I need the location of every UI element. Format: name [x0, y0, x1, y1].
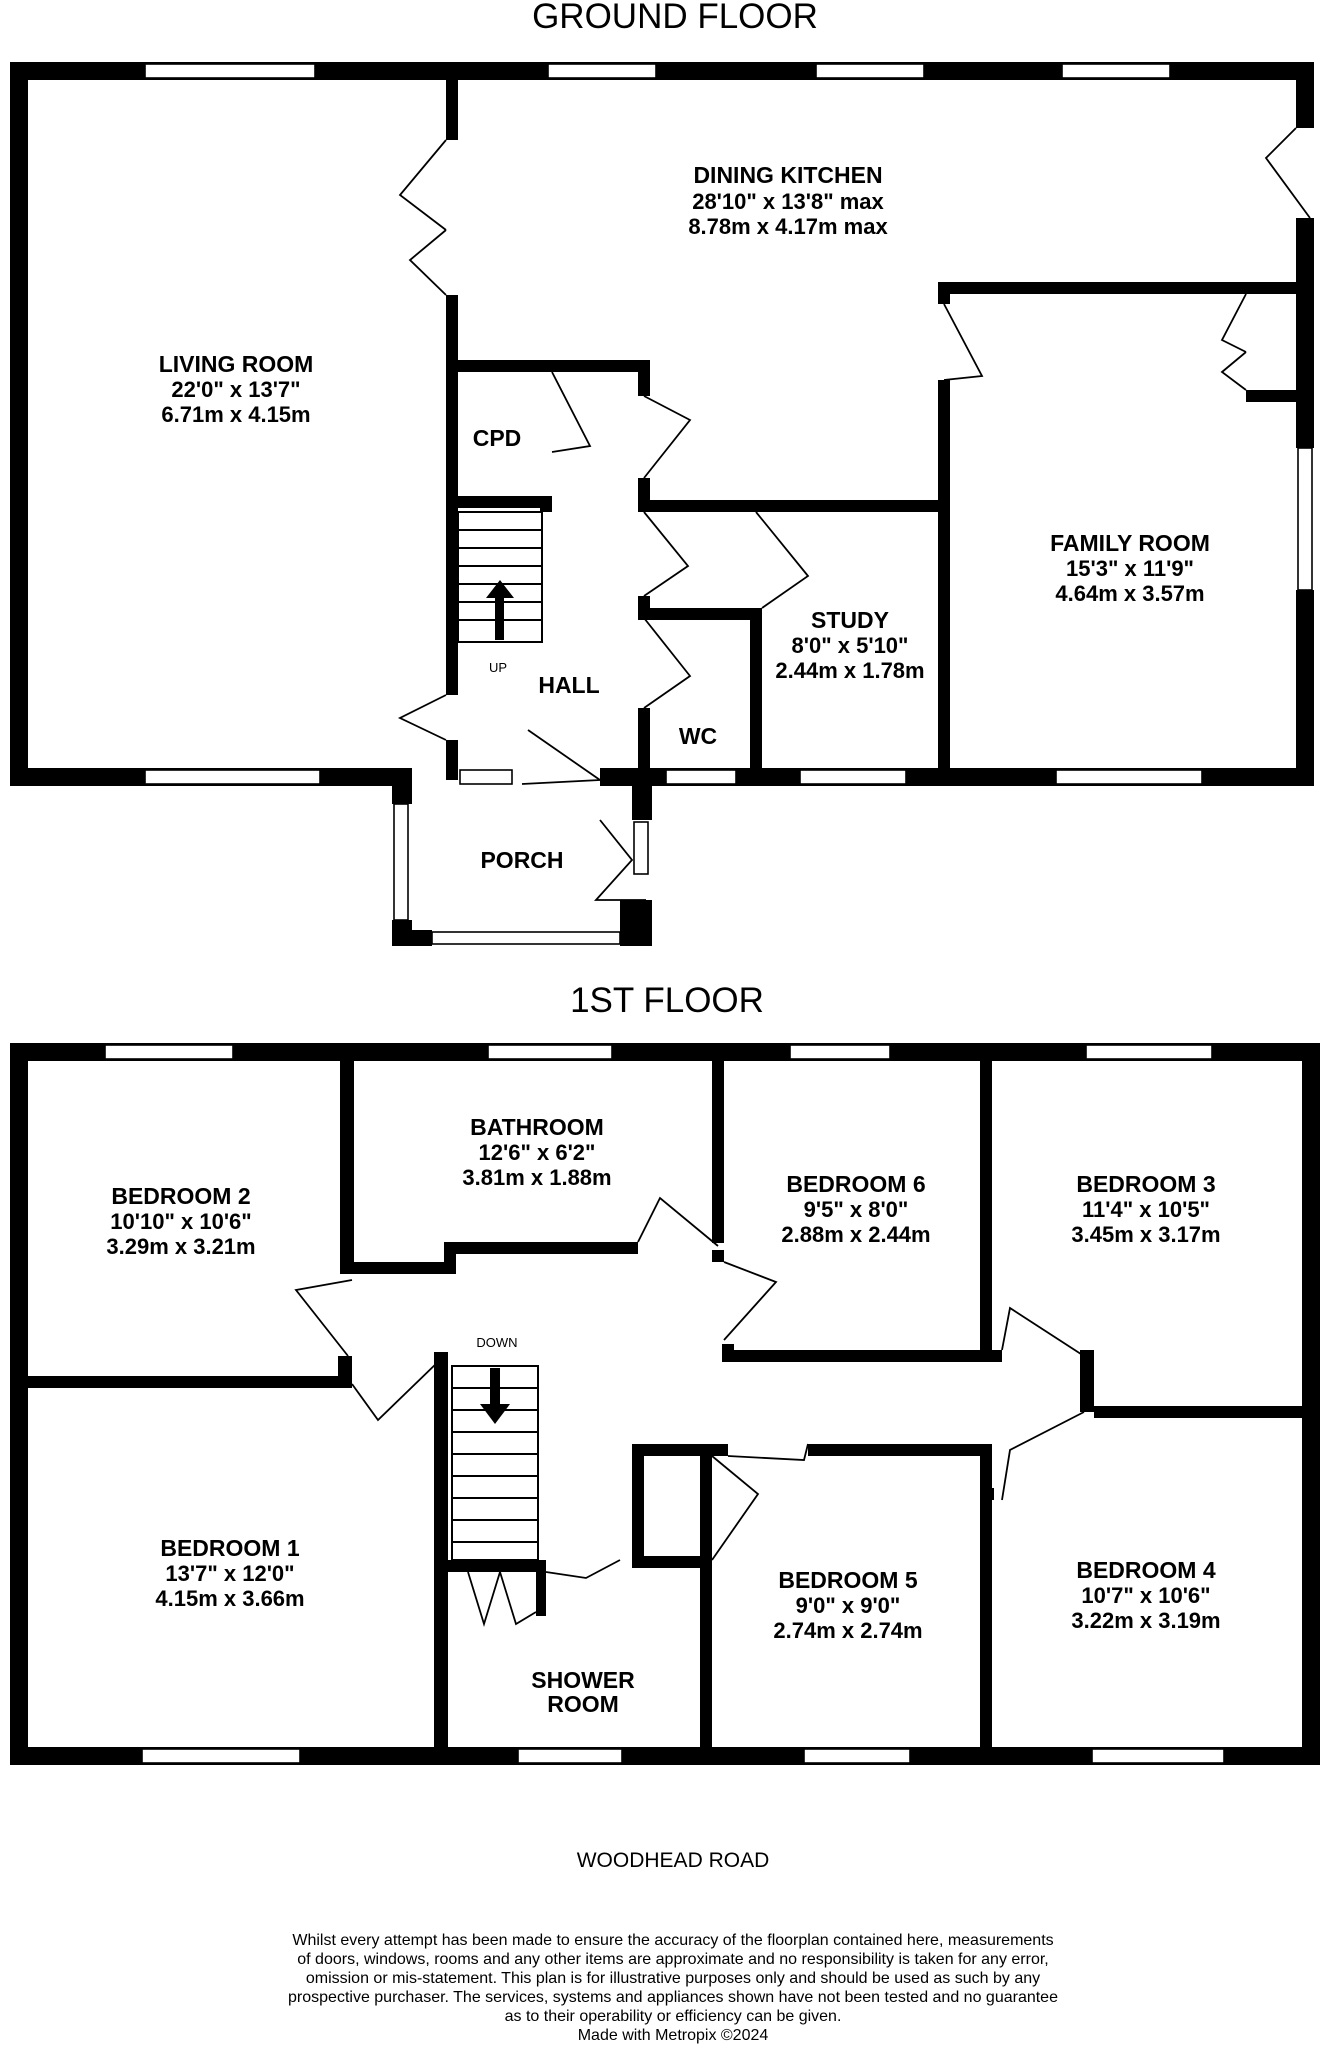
hall-name: HALL — [538, 672, 599, 698]
bedroom2-name: BEDROOM 2 — [111, 1183, 250, 1209]
family-room-imperial: 15'3" x 11'9" — [1066, 556, 1194, 581]
dining-kitchen-name: DINING KITCHEN — [693, 162, 882, 188]
ground-floor-title: GROUND FLOOR — [532, 0, 818, 36]
bedroom5-name: BEDROOM 5 — [778, 1567, 918, 1593]
credit-line: Made with Metropix ©2024 — [578, 2027, 769, 2044]
bedroom3-imperial: 11'4" x 10'5" — [1082, 1197, 1210, 1222]
stairs-up-label: UP — [489, 660, 507, 675]
porch-name: PORCH — [480, 847, 563, 873]
bedroom6-name: BEDROOM 6 — [786, 1171, 925, 1197]
bedroom5-metric: 2.74m x 2.74m — [773, 1618, 922, 1643]
bedroom4-imperial: 10'7" x 10'6" — [1081, 1583, 1210, 1608]
family-room-name: FAMILY ROOM — [1050, 530, 1210, 556]
arrow-up-icon — [495, 594, 504, 640]
bedroom4-metric: 3.22m x 3.19m — [1071, 1608, 1220, 1633]
dining-kitchen-metric: 8.78m x 4.17m max — [688, 214, 888, 239]
bedroom5-imperial: 9'0" x 9'0" — [796, 1593, 901, 1618]
living-room-imperial: 22'0" x 13'7" — [171, 377, 300, 402]
stairs-up — [457, 511, 543, 643]
bathroom-name: BATHROOM — [470, 1114, 604, 1140]
bedroom1-metric: 4.15m x 3.66m — [155, 1586, 304, 1611]
bedroom1-name: BEDROOM 1 — [160, 1535, 300, 1561]
living-room-metric: 6.71m x 4.15m — [161, 402, 310, 427]
bedroom6-metric: 2.88m x 2.44m — [781, 1222, 930, 1247]
disclaimer-line: of doors, windows, rooms and any other i… — [297, 1951, 1048, 1968]
ground-floor-windows — [144, 63, 1313, 945]
study-name: STUDY — [811, 607, 889, 633]
first-floor-walls — [10, 1043, 1320, 1765]
ground-floor-walls — [10, 62, 1314, 946]
bedroom3-metric: 3.45m x 3.17m — [1071, 1222, 1220, 1247]
study-metric: 2.44m x 1.78m — [775, 658, 924, 683]
bedroom6-imperial: 9'5" x 8'0" — [804, 1197, 909, 1222]
bedroom1-imperial: 13'7" x 12'0" — [165, 1561, 294, 1586]
stairs-down-label: DOWN — [476, 1335, 517, 1350]
family-room-metric: 4.64m x 3.57m — [1055, 581, 1204, 606]
study-imperial: 8'0" x 5'10" — [792, 633, 909, 658]
stairs-down — [451, 1365, 539, 1561]
bedroom2-metric: 3.29m x 3.21m — [106, 1234, 255, 1259]
living-room-name: LIVING ROOM — [159, 351, 314, 377]
bedroom4-name: BEDROOM 4 — [1076, 1557, 1216, 1583]
road-label: WOODHEAD ROAD — [577, 1849, 770, 1872]
bathroom-metric: 3.81m x 1.88m — [462, 1165, 611, 1190]
cpd-name: CPD — [473, 425, 522, 451]
shower-room-name-line2: ROOM — [547, 1691, 619, 1717]
bedroom2-imperial: 10'10" x 10'6" — [110, 1209, 251, 1234]
first-floor-title: 1ST FLOOR — [570, 981, 764, 1020]
wc-name: WC — [679, 723, 717, 749]
ground-floor-doors — [397, 127, 1311, 901]
arrow-down-icon — [490, 1368, 500, 1410]
bathroom-imperial: 12'6" x 6'2" — [479, 1140, 596, 1165]
first-floor-windows — [104, 1044, 1225, 1764]
disclaimer-line: omission or mis-statement. This plan is … — [306, 1970, 1040, 1987]
dining-kitchen-imperial: 28'10" x 13'8" max — [692, 189, 884, 214]
first-floor-doors — [294, 1196, 1085, 1628]
disclaimer-line: Whilst every attempt has been made to en… — [292, 1932, 1053, 1949]
disclaimer-line: as to their operability or efficiency ca… — [505, 2008, 842, 2025]
shower-room-name-line1: SHOWER — [531, 1667, 635, 1693]
bedroom3-name: BEDROOM 3 — [1076, 1171, 1215, 1197]
disclaimer-line: prospective purchaser. The services, sys… — [288, 1989, 1058, 2006]
